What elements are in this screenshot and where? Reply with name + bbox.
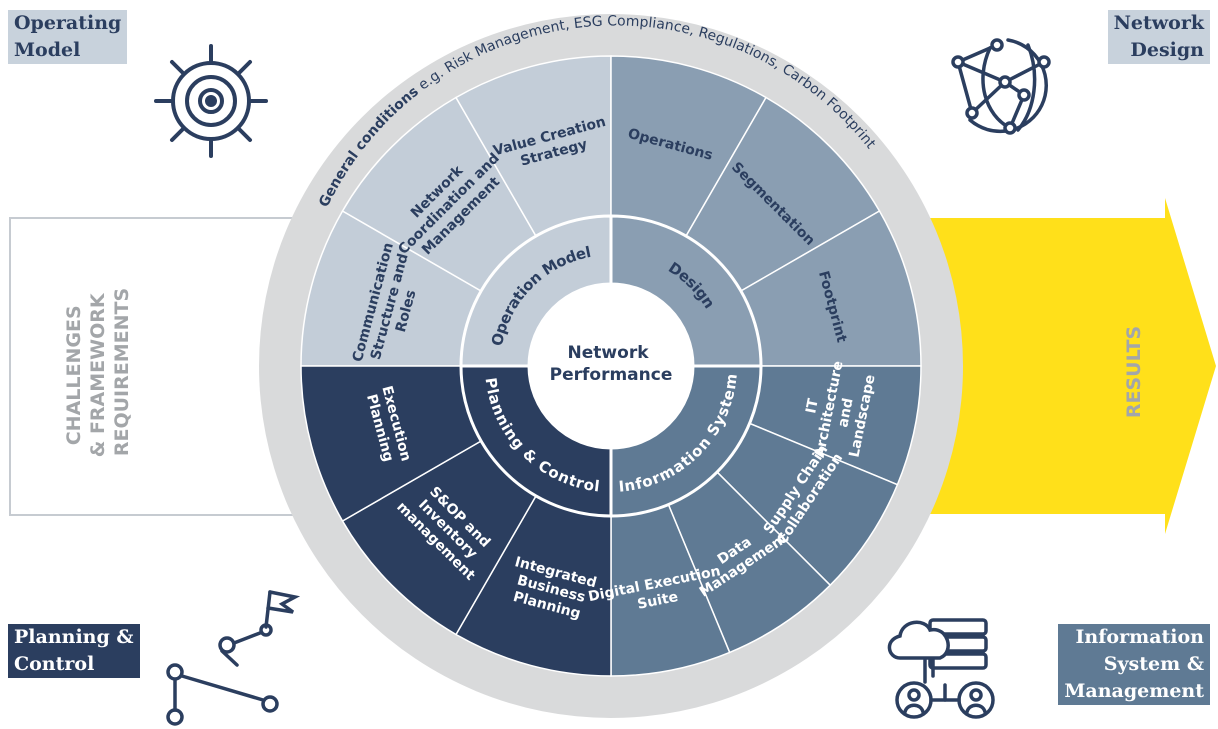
inner-quadrant <box>609 364 763 518</box>
globe-network-icon <box>951 38 1051 135</box>
center-label: Network Performance <box>550 343 673 385</box>
results-text: RESULTS <box>1123 326 1145 418</box>
information-system-label: Information System & Management <box>1058 624 1210 705</box>
inner-quadrant <box>459 214 613 368</box>
planning-control-label: Planning & Control <box>8 624 140 678</box>
center-circle <box>529 284 693 448</box>
operating-model-label: Operating Model <box>8 10 128 64</box>
route-flag-icon <box>166 590 301 726</box>
cloud-server-users-icon <box>887 618 995 719</box>
network-design-label: Network Design <box>1107 10 1210 64</box>
ship-wheel-icon <box>154 44 268 158</box>
challenges-text: CHALLENGES & FRAMEWORK REQUIREMENTS <box>63 287 133 457</box>
